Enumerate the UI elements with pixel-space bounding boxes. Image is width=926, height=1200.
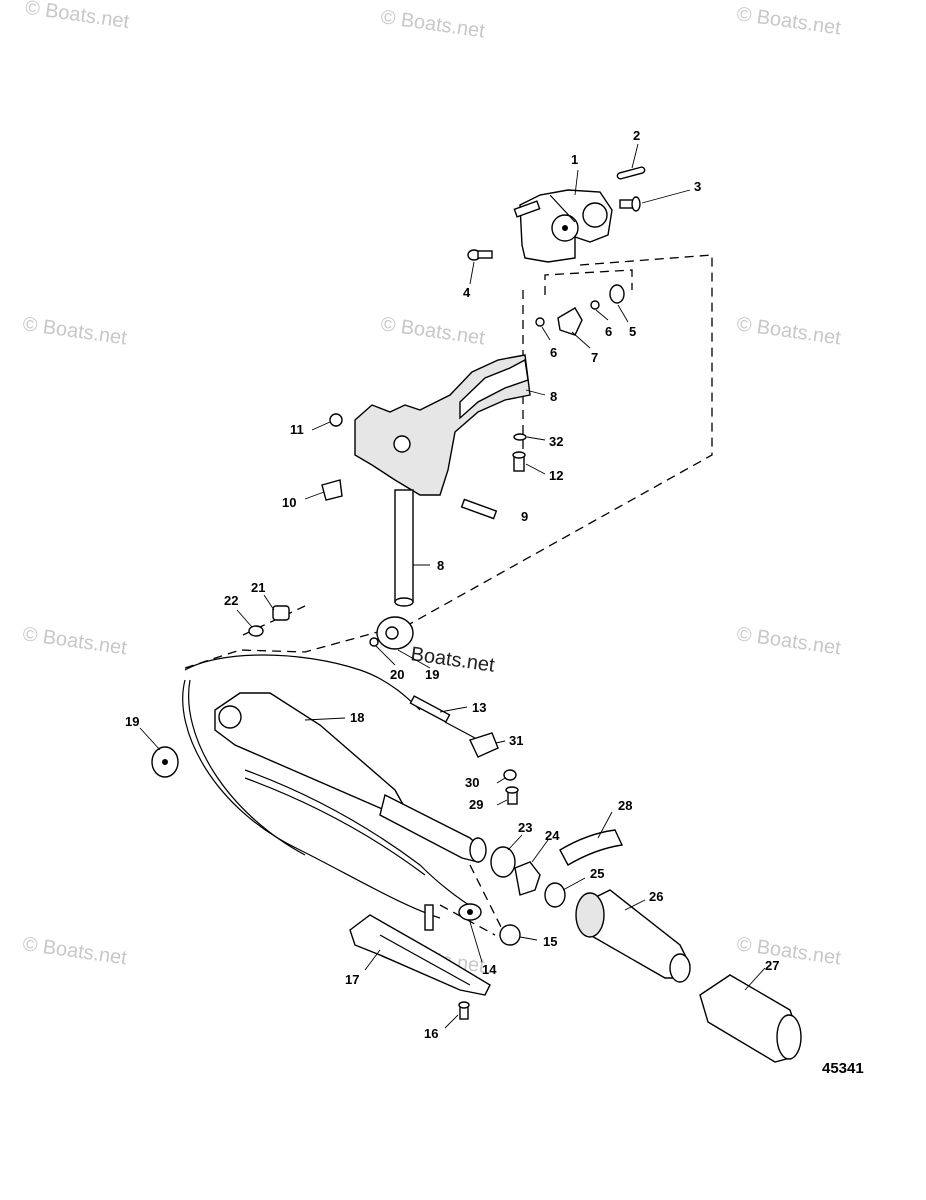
callout-25: 25: [590, 866, 604, 881]
part-31-lever: [469, 732, 499, 758]
watermark: © Boats.net: [21, 313, 128, 349]
part-13-cable: [184, 654, 476, 739]
watermark: © Boats.net: [21, 933, 128, 969]
watermark: © Boats.net: [735, 623, 842, 659]
watermark: © Boats.net: [24, 0, 131, 33]
callout-8: 8: [437, 558, 444, 573]
callout-14: 14: [482, 962, 497, 977]
watermark: © Boats.net: [735, 313, 842, 349]
callout-31: 31: [509, 733, 523, 748]
part-2-pin: [616, 166, 646, 180]
part-3-screw: [619, 196, 641, 212]
diagram-id: 45341: [822, 1060, 864, 1077]
part-24-clip: [514, 861, 541, 896]
callout-28: 28: [618, 798, 632, 813]
callout-labels: 1 2 3 4 5 6 6 7 8 32 11 12 10 9 8 21 22 …: [125, 128, 779, 1041]
part-20-nut: [369, 637, 379, 647]
part-19-washer: [151, 746, 179, 778]
part-8-handle-bracket: [354, 354, 531, 607]
callout-10: 10: [282, 495, 296, 510]
callout-19: 19: [425, 667, 439, 682]
callout-1: 1: [571, 152, 578, 167]
callout-13: 13: [472, 700, 486, 715]
callout-29: 29: [469, 797, 483, 812]
part-7-link: [557, 307, 583, 336]
part-17-switch-plate: [349, 914, 491, 996]
callout-20: 20: [390, 667, 404, 682]
callout-11: 11: [290, 422, 304, 437]
callout-16: 16: [424, 1026, 438, 1041]
part-4-screw: [467, 249, 493, 261]
watermark: © Boats.net: [379, 313, 486, 349]
callout-6: 6: [550, 345, 557, 360]
watermark: © Boats.net: [21, 623, 128, 659]
callout-8: 8: [550, 389, 557, 404]
callout-12: 12: [549, 468, 563, 483]
callout-32: 32: [549, 434, 563, 449]
part-12-screw: [512, 451, 526, 472]
part-5-clip: [609, 284, 625, 304]
callout-6: 6: [605, 324, 612, 339]
callout-23: 23: [518, 820, 532, 835]
callout-21: 21: [251, 580, 265, 595]
part-23-o-ring: [490, 846, 516, 878]
callout-15: 15: [543, 934, 557, 949]
callout-22: 22: [224, 593, 238, 608]
part-26-grip-housing: [575, 889, 691, 983]
part-28-strip: [559, 829, 624, 866]
watermark-inline: Boats.net: [409, 643, 496, 677]
callout-7: 7: [591, 350, 598, 365]
leader-lines: [139, 143, 766, 1029]
part-1-throttle-housing: [513, 189, 613, 263]
part-21-fitting: [272, 605, 290, 621]
callout-27: 27: [765, 958, 779, 973]
callout-24: 24: [545, 828, 560, 843]
part-22-nut: [248, 625, 264, 637]
part-16-screw: [458, 1001, 470, 1020]
part-25-ring: [544, 882, 566, 908]
part-27-grip: [699, 974, 802, 1063]
part-15-cap: [499, 924, 521, 946]
part-30-washer: [503, 769, 517, 781]
callout-19: 19: [125, 714, 139, 729]
part-29-screw: [505, 786, 519, 805]
throttle-cable: [188, 679, 306, 856]
callout-26: 26: [649, 889, 663, 904]
watermark: © Boats.net: [379, 6, 486, 42]
part-9-bolt: [460, 498, 498, 520]
part-6-washer: [535, 317, 545, 327]
callout-9: 9: [521, 509, 528, 524]
part-11-nut: [329, 413, 343, 427]
part-18-tiller-arm: [214, 692, 487, 863]
part-6-washer: [590, 300, 600, 310]
watermark: © Boats.net: [735, 3, 842, 39]
wire: [244, 777, 426, 876]
part-19-washer: [376, 616, 414, 650]
throttle-cable: [182, 679, 441, 919]
watermark: © Boats.net: [735, 933, 842, 969]
part-10-knob: [321, 479, 343, 501]
callout-5: 5: [629, 324, 636, 339]
callout-30: 30: [465, 775, 479, 790]
part-32-washer: [513, 433, 527, 441]
part-14-connector: [458, 903, 482, 921]
switch-pin: [424, 904, 434, 931]
callout-4: 4: [463, 285, 471, 300]
watermarks: © Boats.net: [24, 0, 131, 33]
callout-18: 18: [350, 710, 364, 725]
callout-3: 3: [694, 179, 701, 194]
wire: [244, 769, 481, 913]
callout-2: 2: [633, 128, 640, 143]
callout-17: 17: [345, 972, 359, 987]
